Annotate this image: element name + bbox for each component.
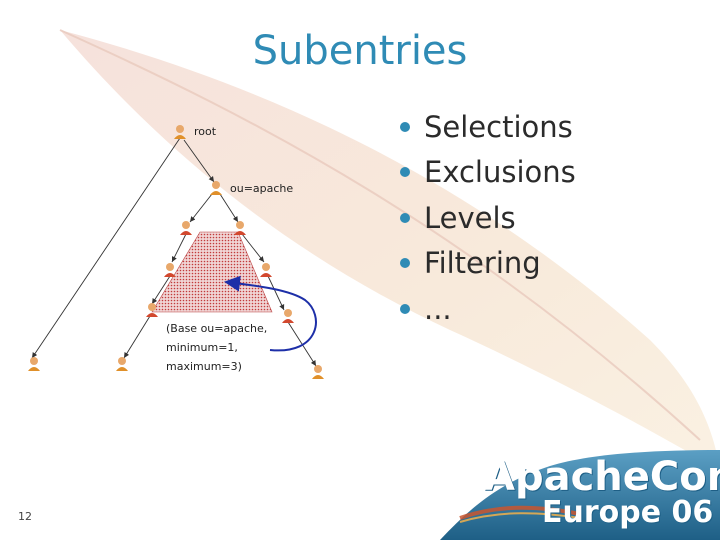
person-icons [28,125,324,379]
bullet-item: ... [394,286,576,332]
logo-event: Europe 06 [542,495,714,530]
spec-line-1: (Base ou=apache, [166,322,267,335]
bullet-text: Filtering [424,246,541,281]
bullet-text: Selections [424,109,573,144]
bullet-icon [400,121,410,132]
spec-line-3: maximum=3) [166,360,242,373]
logo-name: ApacheCon [484,454,720,500]
bullet-item: Filtering [394,241,576,287]
bullet-icon [400,303,410,314]
bullet-text: ... [424,291,452,326]
bullet-item: Exclusions [394,150,576,196]
bullet-text: Levels [424,200,516,235]
selection-arrow [224,275,317,352]
bullet-icon [400,212,410,223]
slide-title: Subentries [252,28,468,74]
bullet-text: Exclusions [424,155,576,190]
spec-line-2: minimum=1, [166,341,238,354]
bullet-item: Levels [394,195,576,241]
apache-label: ou=apache [230,182,293,195]
page-number: 12 [18,510,32,523]
bullet-icon [400,258,410,269]
subentry-diagram: root ou=apache (Base ou=apache, minimum=… [28,125,324,379]
apachecon-logo [440,450,720,540]
subtree-region [151,231,273,313]
bullet-list: Selections Exclusions Levels Filtering .… [394,104,576,332]
bullet-icon [400,167,410,178]
bullet-item: Selections [394,104,576,150]
root-label: root [194,125,217,138]
